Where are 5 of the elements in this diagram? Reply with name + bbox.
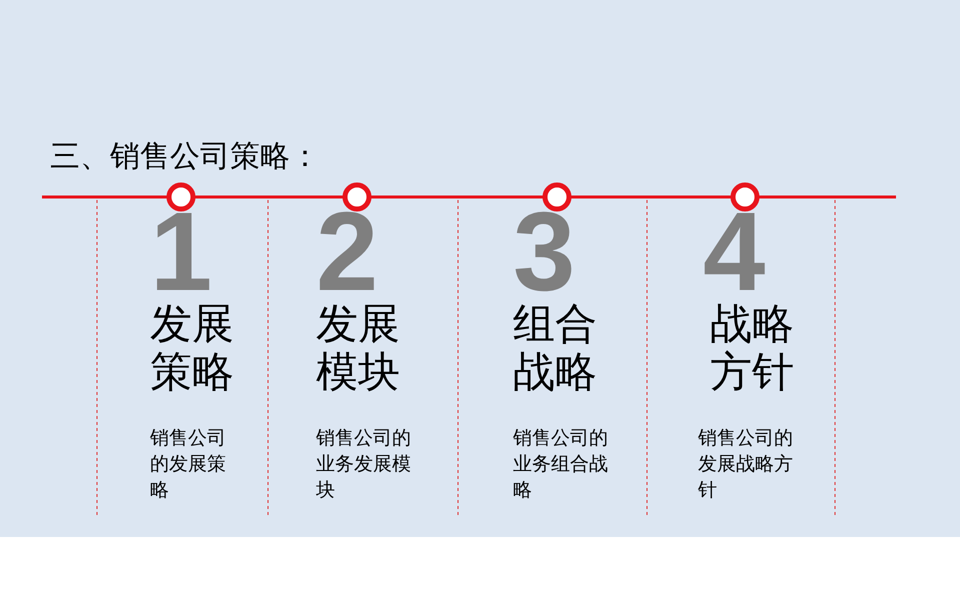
- step-description: 销售公司的发展战略方针: [698, 426, 794, 503]
- title: 三、销售公司策略：: [50, 138, 320, 176]
- step-description: 销售公司的业务发展模块: [316, 426, 412, 503]
- step-description: 销售公司的业务组合战略: [513, 426, 609, 503]
- step-description: 销售公司的发展策略: [150, 426, 227, 503]
